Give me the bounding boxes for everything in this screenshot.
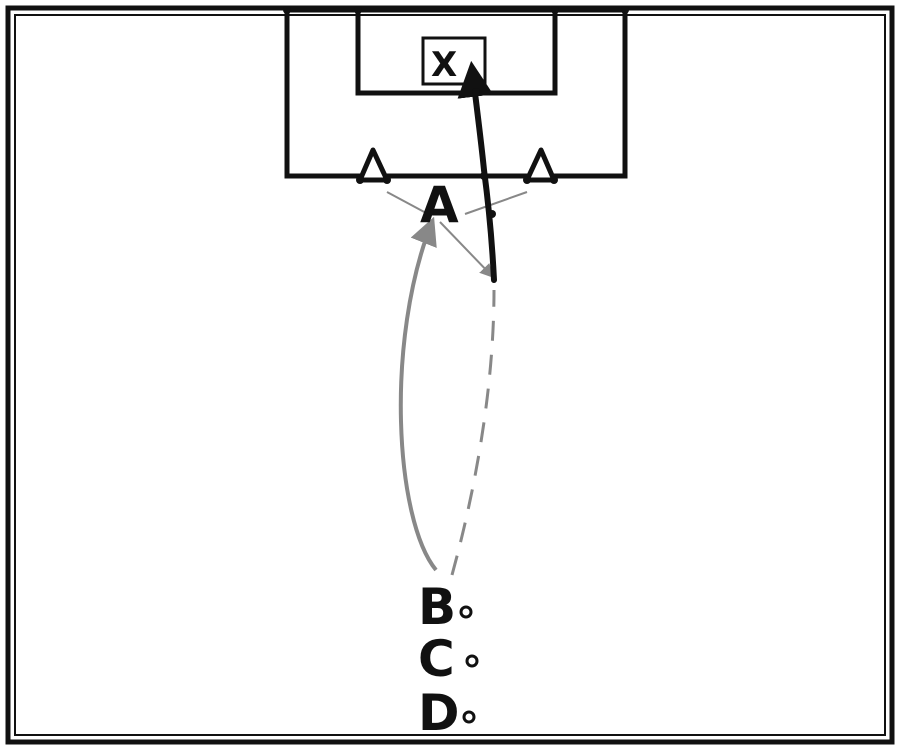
layoff-path-a-to-b <box>439 221 494 279</box>
penalty-box-corner-right <box>621 6 629 14</box>
player-b-marker <box>459 605 473 619</box>
players: X A B C D <box>418 45 479 742</box>
movement-paths <box>386 60 528 576</box>
cone-icon <box>524 147 557 183</box>
run-path-b <box>450 289 496 576</box>
player-keeper-label: X <box>431 45 457 85</box>
goal-area-corner-left <box>354 6 362 14</box>
cone-dot <box>356 176 364 184</box>
cone-right <box>523 147 558 184</box>
cone-left <box>356 147 391 184</box>
shot-path-dot <box>480 172 488 180</box>
player-c-label: C <box>418 630 455 688</box>
player-d-marker <box>462 710 476 724</box>
cone-dot <box>550 176 558 184</box>
goal-area-corner-right <box>551 6 559 14</box>
player-b-label: B <box>418 578 456 636</box>
pitch-inner-border <box>14 14 886 736</box>
shot-path-dot <box>488 210 496 218</box>
player-a-label: A <box>420 176 459 234</box>
cone-icon <box>357 147 390 183</box>
cone-dot <box>383 176 391 184</box>
line-a-to-right-cone <box>464 191 528 215</box>
penalty-box-corner-left <box>283 6 291 14</box>
line-a-to-left-cone <box>386 191 429 215</box>
shot-path-to-goal <box>457 60 497 283</box>
cone-dot <box>523 176 531 184</box>
player-c-marker <box>465 654 479 668</box>
shot-path-dot <box>472 88 480 96</box>
pass-path-b-to-a <box>398 216 438 572</box>
goal-area <box>355 7 558 96</box>
player-d-label: D <box>418 684 460 742</box>
penalty-area <box>283 6 629 179</box>
